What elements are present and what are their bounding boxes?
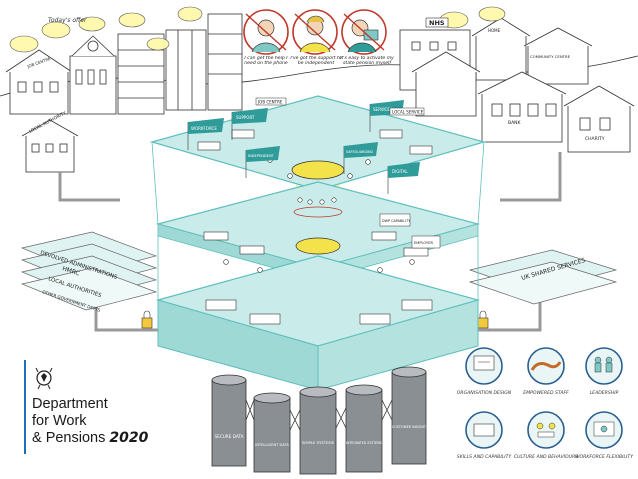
legend-caption-skills: SKILLS AND CAPABILITY bbox=[457, 454, 513, 460]
legend-caption-culture: CULTURE AND BEHAVIOURS bbox=[514, 454, 578, 460]
floor-signs bbox=[255, 97, 441, 249]
quote-pension: It's easy to activate my state pension m… bbox=[340, 56, 394, 67]
org-chart-icon bbox=[473, 355, 495, 371]
department-name: Department for Work & Pensions 2020 bbox=[32, 396, 148, 447]
legend-captions: ORGANISATION DESIGN EMPOWERED STAFF LEAD… bbox=[457, 390, 634, 460]
handshake-icon bbox=[530, 361, 562, 371]
bank-sign: BANK bbox=[508, 120, 522, 126]
pillar-secure-data bbox=[211, 374, 247, 467]
portrait-phone-customer bbox=[243, 9, 289, 55]
flag-workforce-label: WORKFORCE bbox=[191, 126, 217, 131]
legend-leadership bbox=[585, 347, 623, 385]
flag-workforce bbox=[187, 118, 224, 150]
sign-job-centre: JOB CENTRE bbox=[257, 100, 283, 105]
home-sign: HOME bbox=[488, 28, 501, 33]
flag-independent-label: INDEPENDENT bbox=[248, 154, 275, 158]
flag-support-label: SUPPORT bbox=[236, 115, 255, 120]
flexibility-icon bbox=[593, 421, 615, 437]
pillar-label-customer-insight: CUSTOMER INSIGHT bbox=[392, 425, 427, 429]
building-charity bbox=[567, 103, 631, 153]
customer-quotes: I can get the help I need on the phone I… bbox=[244, 56, 394, 67]
skills-icon bbox=[473, 423, 495, 437]
pillar-simple-systems bbox=[299, 386, 337, 475]
customer-portraits bbox=[243, 9, 387, 55]
legend-caption-leadership: LEADERSHIP bbox=[590, 390, 619, 396]
floor-middle bbox=[155, 181, 481, 269]
portrait-independent-customer bbox=[292, 9, 338, 55]
community-centre-sign: COMMUNITY CENTRE bbox=[530, 54, 571, 59]
legend-caption-empowered-staff: EMPOWERED STAFF bbox=[523, 390, 569, 396]
building-highrise bbox=[207, 13, 243, 111]
flags bbox=[187, 100, 420, 194]
building-office bbox=[165, 29, 207, 111]
year-label: 2020 bbox=[109, 430, 149, 446]
pillar-label-intelligent-data: INTELLIGENT DATA bbox=[255, 443, 289, 447]
nhs-sign: NHS bbox=[429, 19, 445, 27]
sign-local-service: LOCAL SERVICE bbox=[392, 110, 424, 115]
building-community-centre bbox=[527, 43, 589, 85]
legend-skills-capability bbox=[465, 411, 503, 449]
sign-employer: EMPLOYER bbox=[414, 241, 434, 245]
legend-organisation-design bbox=[465, 347, 503, 385]
building-home bbox=[475, 33, 527, 81]
portrait-pension-customer bbox=[341, 9, 387, 55]
quote-phone: I can get the help I need on the phone bbox=[244, 56, 288, 67]
dept-line-3: & Pensions 2020 bbox=[32, 430, 148, 447]
office-activity bbox=[197, 129, 433, 325]
todays-offer-caption: Today's offer bbox=[48, 17, 87, 24]
flag-safeguarding-label: SAFEGUARDING bbox=[346, 150, 374, 154]
flag-digital bbox=[387, 162, 420, 194]
dept-line-3-text: & Pensions bbox=[32, 430, 106, 446]
quote-independent: I've got the support to be independent bbox=[290, 56, 342, 67]
building-bank bbox=[481, 91, 563, 143]
pillar-label-simple-systems: SIMPLE SYSTEMS bbox=[302, 440, 335, 445]
legend-culture-behaviours bbox=[527, 411, 565, 449]
dept-line-2: for Work bbox=[32, 413, 87, 429]
flag-safeguarding bbox=[343, 142, 378, 174]
legend-caption-flexibility: WORKFORCE FLEXIBILITY bbox=[575, 454, 634, 460]
charity-sign: CHARITY bbox=[585, 136, 605, 142]
pillar-label-integrated-systems: INTEGRATED SYSTEMS bbox=[346, 441, 382, 445]
right-shared-services bbox=[468, 249, 618, 305]
legend-empowered-staff bbox=[527, 347, 565, 385]
legend-workforce-flexibility bbox=[585, 411, 623, 449]
royal-crest-icon bbox=[35, 367, 53, 390]
building-terrace bbox=[415, 69, 477, 117]
sign-dwp-capability: DWP CAPABILITY bbox=[382, 219, 411, 223]
local-authority-building bbox=[21, 119, 79, 173]
pillar-customer-insight bbox=[391, 366, 427, 465]
leaders-icon bbox=[594, 356, 613, 373]
flag-services-label: SERVICES bbox=[373, 107, 393, 112]
flag-independent bbox=[245, 146, 280, 178]
culture-icon bbox=[536, 422, 556, 438]
flag-digital-label: DIGITAL bbox=[392, 169, 408, 174]
legend bbox=[465, 347, 623, 449]
pillar-integrated-systems bbox=[345, 384, 383, 473]
foundation-pillars bbox=[211, 366, 427, 475]
pillar-intelligent-data bbox=[253, 392, 291, 473]
brand-rule bbox=[24, 360, 26, 454]
pillar-labels: SECURE DATA INTELLIGENT DATA SIMPLE SYST… bbox=[215, 425, 427, 447]
legend-caption-org-design: ORGANISATION DESIGN bbox=[457, 390, 512, 396]
pillar-label-secure-data: SECURE DATA bbox=[215, 434, 244, 439]
dept-line-1: Department bbox=[32, 396, 108, 412]
left-partner-stack bbox=[20, 231, 158, 311]
building-town-hall bbox=[69, 55, 117, 115]
flag-support bbox=[231, 108, 268, 140]
connecting-pipes bbox=[58, 152, 562, 332]
